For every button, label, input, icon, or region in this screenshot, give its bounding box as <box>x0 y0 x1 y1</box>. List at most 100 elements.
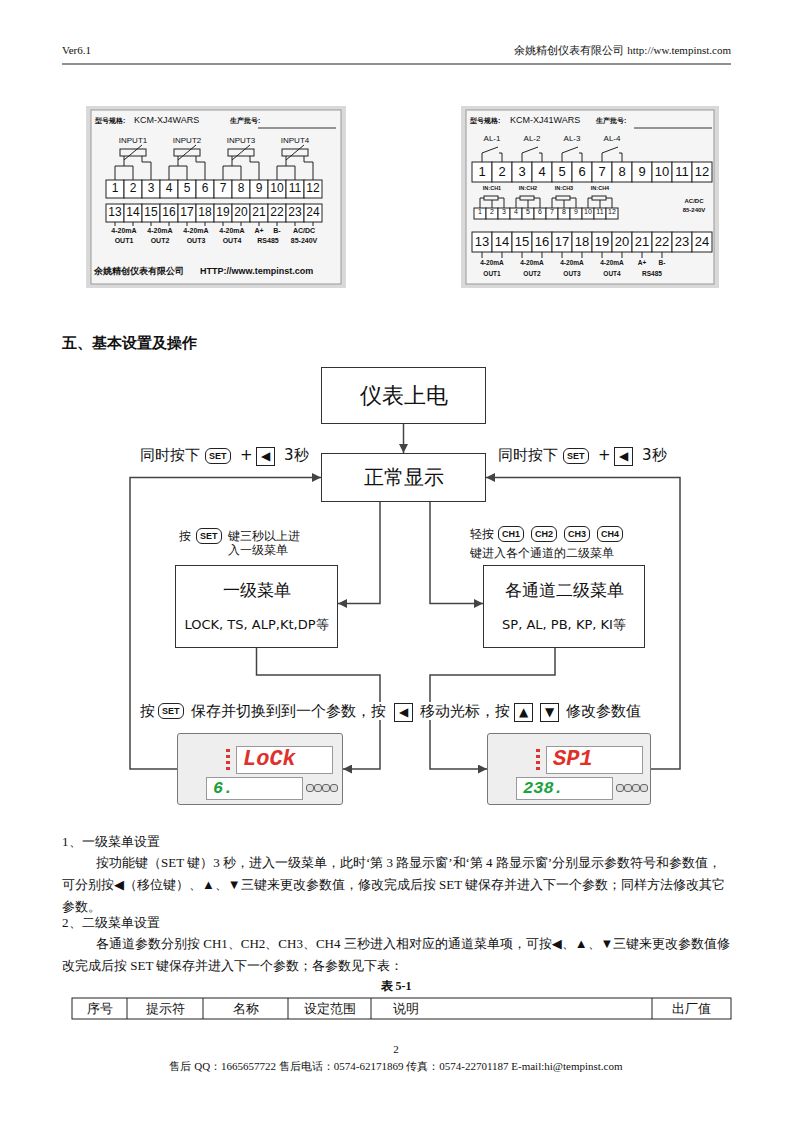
key-icon: CH4 <box>597 526 623 542</box>
signal-name: 4-20mA <box>142 227 178 235</box>
terminal-number: 3 <box>512 164 532 180</box>
key-icon: CH3 <box>564 526 590 542</box>
terminal-number: 13 <box>472 234 492 250</box>
stroke <box>498 198 504 208</box>
key-icon: SET <box>158 703 184 719</box>
flow-arrow <box>338 502 380 604</box>
stroke <box>286 145 304 160</box>
terminal <box>510 208 522 219</box>
display-window: 238. <box>516 777 613 800</box>
pin-name: B- <box>652 259 672 267</box>
stroke <box>602 252 603 258</box>
terminal <box>692 162 712 182</box>
terminal-number: 24 <box>304 205 322 219</box>
label-sticker <box>91 110 341 284</box>
terminal-number: 13 <box>106 205 124 219</box>
panel-button <box>314 784 322 792</box>
stroke <box>115 166 133 180</box>
key-icon: ◀ <box>256 447 275 466</box>
meter-panel: LoCk6. <box>177 733 343 805</box>
terminal <box>106 204 124 222</box>
terminal <box>522 208 534 219</box>
edge-note: 按 <box>179 529 191 543</box>
terminal-number: 4 <box>510 208 522 216</box>
output-name: OUT2 <box>512 270 552 278</box>
stroke <box>582 252 583 258</box>
terminal <box>612 232 632 252</box>
pin-name: A+ <box>632 259 652 267</box>
edge-note: 修改参数值 <box>566 702 641 720</box>
terminal-number: 16 <box>532 234 552 250</box>
edge-note: + <box>598 446 611 464</box>
alarm-name: AL-3 <box>552 134 592 144</box>
indicator-led <box>536 767 540 770</box>
terminal <box>196 204 214 222</box>
terminal <box>692 232 712 252</box>
terminal <box>250 204 268 222</box>
sensor-symbol <box>592 196 606 200</box>
terminal <box>672 232 692 252</box>
edge-note: 同时按下 <box>498 446 558 464</box>
relay-symbol <box>562 147 578 162</box>
terminal <box>546 208 558 219</box>
output-name: OUT3 <box>552 270 592 278</box>
indicator-led <box>226 767 230 770</box>
stroke <box>619 153 622 162</box>
output-name: OUT4 <box>214 237 250 245</box>
process-box: 正常显示 <box>321 453 486 502</box>
output-name: OUT1 <box>472 270 512 278</box>
terminal <box>672 162 692 182</box>
stroke <box>516 198 520 208</box>
stroke <box>502 252 503 258</box>
alarm-name: AL-1 <box>472 134 512 144</box>
stroke <box>662 252 663 258</box>
stroke <box>492 200 493 208</box>
underline <box>634 128 712 129</box>
terminal-number: 11 <box>672 164 692 180</box>
terminal <box>250 180 268 198</box>
stroke <box>196 156 205 180</box>
terminal <box>612 162 632 182</box>
field-name: 型号规格: <box>470 117 500 125</box>
terminal <box>492 162 512 182</box>
key-icon: SET <box>563 448 589 464</box>
stroke <box>178 145 196 160</box>
signal-name: 4-20mA <box>592 259 632 267</box>
indicator-led <box>536 749 540 752</box>
stroke <box>534 198 540 208</box>
stroke <box>606 198 612 208</box>
section-heading: 五、基本设置及操作 <box>62 334 197 352</box>
signal-name: 4-20mA <box>512 259 552 267</box>
stroke <box>286 156 287 166</box>
terminal-number: 17 <box>178 205 196 219</box>
key-icon: ◀ <box>394 703 413 722</box>
terminal <box>652 232 672 252</box>
label-photo <box>86 106 346 288</box>
edge-note: 3秒 <box>642 446 667 464</box>
terminal <box>512 232 532 252</box>
key-icon: ▲ <box>514 703 533 722</box>
indicator-led <box>536 761 540 764</box>
power-name: AC/DC <box>674 198 714 205</box>
terminal-number: 20 <box>232 205 250 219</box>
stroke <box>223 166 241 180</box>
stroke <box>169 166 187 180</box>
subheading: 2、二级菜单设置 <box>62 915 160 931</box>
meter-panel: SP1238. <box>487 733 651 805</box>
terminal-number: 6 <box>572 164 592 180</box>
terminal-number: 19 <box>592 234 612 250</box>
terminal-number: 9 <box>632 164 652 180</box>
stroke <box>542 252 543 258</box>
stroke <box>482 252 483 258</box>
terminal <box>214 180 232 198</box>
terminal-number: 2 <box>486 208 498 216</box>
terminal-number: 11 <box>594 208 606 216</box>
terminal <box>512 162 532 182</box>
relay-symbol <box>482 147 498 162</box>
field-name: 生产批号: <box>230 117 260 125</box>
terminal-number: 23 <box>672 234 692 250</box>
version: Ver6.1 <box>62 44 91 57</box>
stroke <box>223 222 224 226</box>
model: KCM-XJ41WARS <box>510 115 580 126</box>
